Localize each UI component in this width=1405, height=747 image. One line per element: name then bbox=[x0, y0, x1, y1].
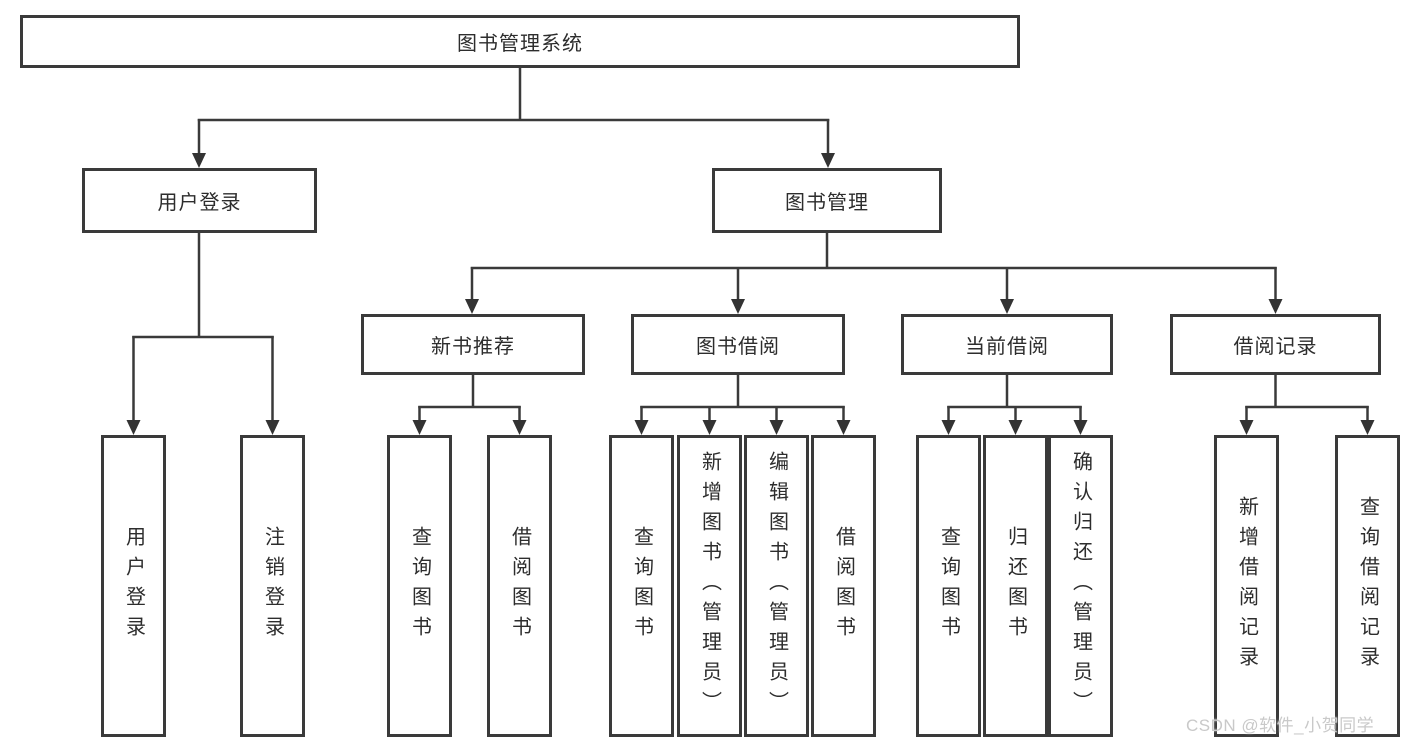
arrow-down-icon bbox=[512, 420, 527, 435]
node-label: 新书推荐 bbox=[431, 336, 515, 358]
node-label: 当前借阅 bbox=[965, 336, 1049, 358]
node-book-borrowing: 图书借阅 bbox=[631, 314, 845, 375]
arrow-down-icon bbox=[192, 153, 206, 168]
node-leaf-confirm-return-admin: 确认归还（管理员） bbox=[1048, 435, 1113, 737]
node-user-login: 用户登录 bbox=[82, 168, 317, 233]
arrow-down-icon bbox=[731, 299, 745, 314]
arrow-down-icon bbox=[821, 153, 835, 168]
arrow-down-icon bbox=[1268, 299, 1283, 314]
node-label: 借阅图书 bbox=[832, 526, 855, 646]
node-leaf-add-books-admin: 新增图书（管理员） bbox=[677, 435, 742, 737]
node-label: 用户登录 bbox=[122, 526, 145, 646]
node-leaf-user-login: 用户登录 bbox=[101, 435, 166, 737]
arrow-down-icon bbox=[465, 299, 479, 314]
arrow-down-icon bbox=[836, 420, 851, 435]
node-new-book-recommendation: 新书推荐 bbox=[361, 314, 585, 375]
arrow-down-icon bbox=[1008, 420, 1023, 435]
node-leaf-query-books: 查询图书 bbox=[609, 435, 674, 737]
node-leaf-borrow-books: 借阅图书 bbox=[487, 435, 552, 737]
node-label: 归还图书 bbox=[1004, 526, 1027, 646]
arrow-down-icon bbox=[412, 420, 427, 435]
node-label: 查询图书 bbox=[630, 526, 653, 646]
node-label: 借阅图书 bbox=[508, 526, 531, 646]
node-label: 图书管理系统 bbox=[457, 33, 583, 55]
node-leaf-edit-books-admin: 编辑图书（管理员） bbox=[744, 435, 809, 737]
node-leaf-query-books: 查询图书 bbox=[916, 435, 981, 737]
arrow-down-icon bbox=[126, 420, 141, 435]
node-label: 确认归还（管理员） bbox=[1069, 451, 1092, 721]
node-current-borrowing: 当前借阅 bbox=[901, 314, 1113, 375]
node-label: 查询借阅记录 bbox=[1356, 496, 1379, 676]
arrow-down-icon bbox=[702, 420, 717, 435]
node-leaf-query-borrow-record: 查询借阅记录 bbox=[1335, 435, 1400, 737]
node-leaf-return-books: 归还图书 bbox=[983, 435, 1048, 737]
arrow-down-icon bbox=[1360, 420, 1375, 435]
node-leaf-borrow-books: 借阅图书 bbox=[811, 435, 876, 737]
arrow-down-icon bbox=[769, 420, 784, 435]
arrow-down-icon bbox=[1073, 420, 1088, 435]
node-leaf-logout: 注销登录 bbox=[240, 435, 305, 737]
node-label: 注销登录 bbox=[261, 526, 284, 646]
node-leaf-query-books: 查询图书 bbox=[387, 435, 452, 737]
node-label: 图书管理 bbox=[785, 192, 869, 214]
arrow-down-icon bbox=[265, 420, 280, 435]
node-label: 编辑图书（管理员） bbox=[765, 451, 788, 721]
arrow-down-icon bbox=[1000, 299, 1014, 314]
node-borrowing-records: 借阅记录 bbox=[1170, 314, 1381, 375]
csdn-watermark: CSDN @软件_小贺同学 bbox=[1186, 716, 1375, 735]
node-label: 图书借阅 bbox=[696, 336, 780, 358]
node-leaf-add-borrow-record: 新增借阅记录 bbox=[1214, 435, 1279, 737]
arrow-down-icon bbox=[1239, 420, 1254, 435]
arrow-down-icon bbox=[634, 420, 649, 435]
node-label: 查询图书 bbox=[408, 526, 431, 646]
node-label: 借阅记录 bbox=[1233, 336, 1318, 358]
arrow-down-icon bbox=[941, 420, 956, 435]
node-label: 新增图书（管理员） bbox=[698, 451, 721, 721]
node-library-management-system: 图书管理系统 bbox=[20, 15, 1020, 68]
node-label: 新增借阅记录 bbox=[1235, 496, 1258, 676]
node-label: 用户登录 bbox=[157, 192, 242, 214]
node-label: 查询图书 bbox=[937, 526, 960, 646]
node-book-management: 图书管理 bbox=[712, 168, 942, 233]
